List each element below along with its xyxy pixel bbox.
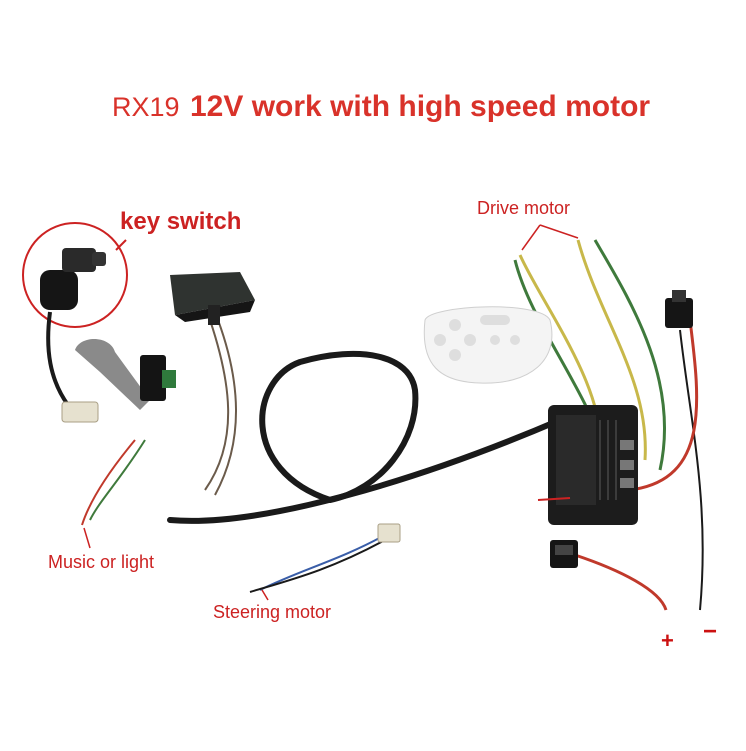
foot-pedal-icon <box>170 272 255 325</box>
drive-motor-pointers <box>521 224 579 251</box>
remote-control-icon <box>423 306 553 384</box>
key-switch-label: key switch <box>120 208 242 235</box>
negative-terminal-label: − <box>703 618 718 645</box>
drive-motor-label: Drive motor <box>477 198 571 218</box>
main-harness-cable <box>167 350 563 524</box>
power-wires <box>574 319 704 611</box>
positive-terminal-label: + <box>661 628 674 653</box>
steering-motor-wires <box>249 534 386 593</box>
pedal-wires <box>204 319 237 496</box>
key-switch-highlight-circle <box>22 222 128 328</box>
steering-connector-icon <box>377 523 401 543</box>
key-switch-wire <box>46 311 70 407</box>
steering-pointer <box>261 589 269 601</box>
music-light-pointer <box>83 527 91 549</box>
music-light-wires <box>81 439 146 526</box>
steering-motor-label: Steering motor <box>213 602 332 622</box>
key-switch-pointer <box>115 239 127 251</box>
power-switch-icon <box>550 540 578 568</box>
title-description: 12V work with high speed motor <box>190 90 651 123</box>
white-connector-icon <box>61 401 99 423</box>
key-switch-icon <box>40 248 106 310</box>
title-model: RX19 <box>112 92 180 122</box>
music-or-light-label: Music or light <box>48 552 155 572</box>
controller-box-icon <box>537 405 638 525</box>
rocker-switch-icon <box>665 290 693 328</box>
gear-shifter-icon <box>75 338 176 410</box>
